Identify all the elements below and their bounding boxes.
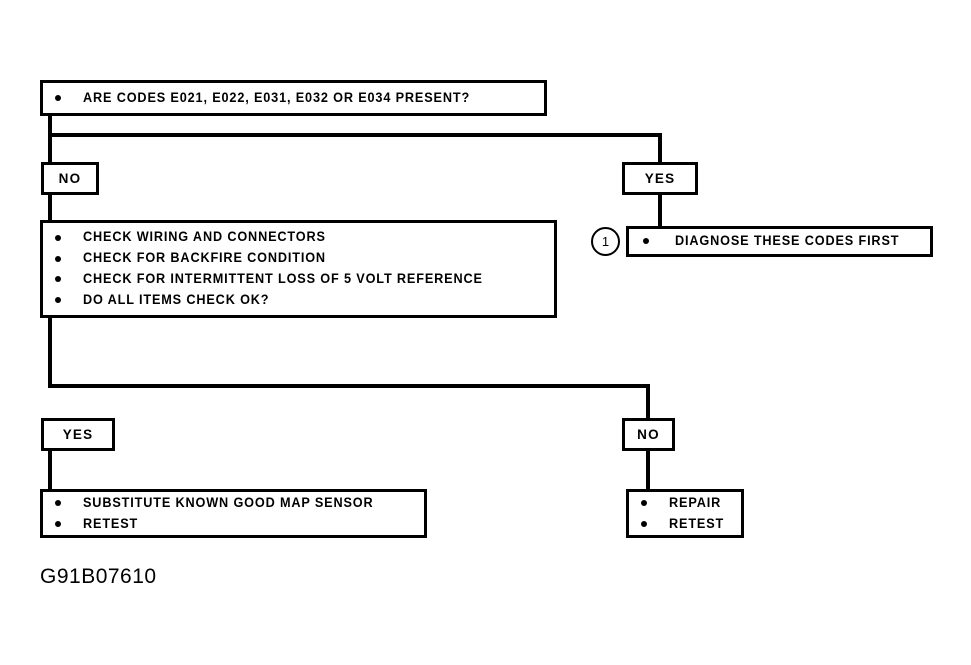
branch-label-yes-top-text: YES — [644, 171, 676, 186]
repair-text-1: REPAIR — [669, 494, 722, 510]
connector-yes-top-down — [658, 195, 662, 228]
connector-split-bottom — [48, 384, 650, 388]
figure-caption: G91B07610 — [40, 565, 157, 588]
checks-row-2: CHECK FOR BACKFIRE CONDITION — [43, 248, 554, 269]
substitute-text-1: SUBSTITUTE KNOWN GOOD MAP SENSOR — [83, 494, 374, 510]
bullet-icon — [643, 238, 649, 245]
connector-yes-bottom-down — [48, 451, 52, 491]
diagnose-row: DIAGNOSE THESE CODES FIRST — [629, 231, 930, 252]
reference-marker-1: 1 — [591, 227, 620, 256]
bullet-icon — [641, 500, 647, 507]
branch-label-no-top-text: NO — [58, 171, 82, 186]
connector-checks-down — [48, 318, 52, 387]
checks-text-4: DO ALL ITEMS CHECK OK? — [83, 291, 270, 307]
checks-text-1: CHECK WIRING AND CONNECTORS — [83, 229, 326, 245]
bullet-icon — [55, 520, 61, 527]
repair-text-2: RETEST — [669, 515, 725, 531]
checks-row-4: DO ALL ITEMS CHECK OK? — [43, 290, 554, 311]
checks-row-3: CHECK FOR INTERMITTENT LOSS OF 5 VOLT RE… — [43, 269, 554, 290]
repair-row-1: REPAIR — [629, 493, 741, 514]
bullet-icon — [55, 500, 61, 507]
bullet-icon — [55, 255, 61, 262]
bullet-icon — [55, 276, 61, 283]
question-box: ARE CODES E021, E022, E031, E032 OR E034… — [40, 80, 547, 116]
repair-box: REPAIR RETEST — [626, 489, 744, 538]
branch-label-no-bottom: NO — [622, 418, 675, 451]
substitute-row-2: RETEST — [43, 514, 424, 535]
question-text: ARE CODES E021, E022, E031, E032 OR E034… — [83, 89, 471, 105]
diagnose-text: DIAGNOSE THESE CODES FIRST — [675, 233, 900, 249]
reference-marker-1-text: 1 — [601, 234, 610, 249]
bullet-icon — [641, 520, 647, 527]
diagnose-box: DIAGNOSE THESE CODES FIRST — [626, 226, 933, 257]
substitute-row-1: SUBSTITUTE KNOWN GOOD MAP SENSOR — [43, 493, 424, 514]
branch-label-no-bottom-text: NO — [637, 427, 660, 442]
substitute-box: SUBSTITUTE KNOWN GOOD MAP SENSOR RETEST — [40, 489, 427, 538]
bullet-icon — [55, 234, 61, 241]
checks-text-2: CHECK FOR BACKFIRE CONDITION — [83, 250, 326, 266]
connector-split-bottom-right-down — [646, 384, 650, 419]
bullet-icon — [55, 94, 61, 101]
question-row: ARE CODES E021, E022, E031, E032 OR E034… — [43, 88, 544, 109]
branch-label-yes-bottom: YES — [41, 418, 115, 451]
repair-row-2: RETEST — [629, 514, 741, 535]
connector-question-down — [48, 116, 52, 136]
branch-label-yes-top: YES — [622, 162, 698, 195]
bullet-icon — [55, 297, 61, 304]
connector-no-top-down — [48, 195, 52, 223]
substitute-text-2: RETEST — [83, 515, 139, 531]
connector-no-bottom-down — [646, 451, 650, 491]
connector-split-top — [48, 133, 662, 137]
checks-row-1: CHECK WIRING AND CONNECTORS — [43, 227, 554, 248]
connector-split-left-down — [48, 133, 52, 163]
connector-split-right-down — [658, 133, 662, 163]
checks-box: CHECK WIRING AND CONNECTORS CHECK FOR BA… — [40, 220, 557, 318]
branch-label-yes-bottom-text: YES — [62, 427, 94, 442]
branch-label-no-top: NO — [41, 162, 99, 195]
checks-text-3: CHECK FOR INTERMITTENT LOSS OF 5 VOLT RE… — [83, 271, 483, 286]
